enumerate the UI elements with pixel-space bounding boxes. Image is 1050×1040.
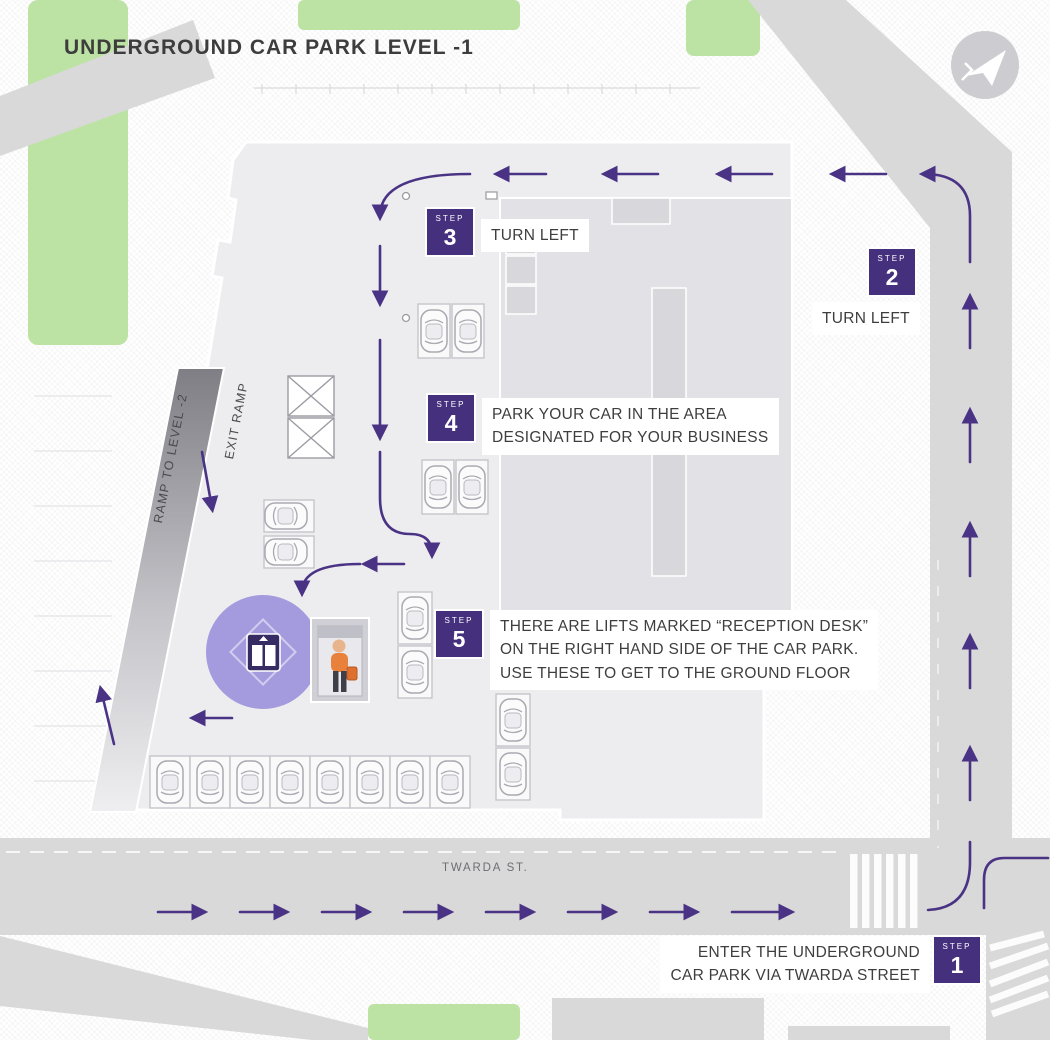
step-3-badge: STEP 3 bbox=[427, 209, 473, 255]
car-icon bbox=[436, 760, 464, 804]
left-parking-ticks bbox=[34, 395, 112, 782]
car-icon bbox=[236, 760, 264, 804]
ramp bbox=[88, 367, 226, 813]
car-icon bbox=[458, 465, 486, 509]
step-3-text: TURN LEFT bbox=[491, 227, 579, 244]
step-4-text-line2: DESIGNATED FOR YOUR BUSINESS bbox=[492, 429, 769, 447]
step-4-label: PARK YOUR CAR IN THE AREA DESIGNATED FOR… bbox=[482, 398, 779, 455]
street-label-twarda: TWARDA ST. bbox=[442, 862, 529, 874]
step-1-text-line1: ENTER THE UNDERGROUND bbox=[697, 944, 920, 961]
car-icon bbox=[156, 760, 184, 804]
step-1-text-line2: CAR PARK VIA TWARDA STREET bbox=[670, 967, 920, 985]
step-2-label: TURN LEFT bbox=[812, 302, 920, 336]
car-icon bbox=[396, 760, 424, 804]
crosswalk-twarda bbox=[850, 854, 918, 928]
step-number: 3 bbox=[443, 223, 457, 250]
car-icon bbox=[196, 760, 224, 804]
step-word: STEP bbox=[877, 253, 907, 263]
car-icon bbox=[264, 538, 308, 566]
car-icon bbox=[401, 596, 429, 640]
step-4-text-line1: PARK YOUR CAR IN THE AREA bbox=[492, 406, 727, 423]
car-icon bbox=[264, 502, 308, 530]
step-5-text-line2: ON THE RIGHT HAND SIDE OF THE CAR PARK. bbox=[500, 641, 859, 659]
step-number: 1 bbox=[950, 951, 964, 978]
step-word: STEP bbox=[444, 615, 474, 625]
step-4-badge: STEP 4 bbox=[428, 395, 474, 441]
car-icon bbox=[499, 752, 527, 796]
lift-highlight bbox=[206, 595, 320, 709]
car-icon bbox=[420, 309, 448, 353]
car-icon bbox=[401, 650, 429, 694]
compass-icon bbox=[951, 31, 1019, 99]
step-word: STEP bbox=[435, 213, 465, 223]
step-2-text: TURN LEFT bbox=[822, 310, 910, 327]
step-5-badge: STEP 5 bbox=[436, 611, 482, 657]
elevator-illustration bbox=[310, 617, 370, 703]
crosswalk-corner bbox=[988, 930, 1050, 1018]
car-icon bbox=[316, 760, 344, 804]
stair-core-icon bbox=[287, 375, 335, 459]
step-1-badge: STEP 1 bbox=[934, 937, 980, 983]
car-icon bbox=[276, 760, 304, 804]
step-number: 2 bbox=[885, 263, 899, 290]
route-arrows bbox=[95, 165, 1050, 921]
step-number: 5 bbox=[452, 625, 466, 652]
car-icon bbox=[499, 698, 527, 742]
step-5-text-line3: USE THESE TO GET TO THE GROUND FLOOR bbox=[500, 664, 851, 682]
top-parking-ticks bbox=[254, 84, 700, 94]
step-5-text-line1: THERE ARE LIFTS MARKED “RECEPTION DESK” bbox=[500, 618, 869, 635]
road-markings bbox=[6, 84, 1050, 1018]
step-word: STEP bbox=[436, 399, 466, 409]
step-5-label: THERE ARE LIFTS MARKED “RECEPTION DESK” … bbox=[490, 610, 879, 690]
step-number: 4 bbox=[444, 409, 458, 436]
step-word: STEP bbox=[942, 941, 972, 951]
person-figure bbox=[331, 639, 358, 692]
step-2-badge: STEP 2 bbox=[869, 249, 915, 295]
car-icon bbox=[424, 465, 452, 509]
step-1-label: ENTER THE UNDERGROUND CAR PARK VIA TWARD… bbox=[660, 936, 930, 993]
lift-icon bbox=[246, 633, 281, 672]
parking-spots bbox=[149, 303, 531, 809]
car-icon bbox=[356, 760, 384, 804]
car-icon bbox=[454, 309, 482, 353]
step-3-label: TURN LEFT bbox=[481, 219, 589, 253]
page-title: UNDERGROUND CAR PARK LEVEL -1 bbox=[64, 36, 474, 59]
